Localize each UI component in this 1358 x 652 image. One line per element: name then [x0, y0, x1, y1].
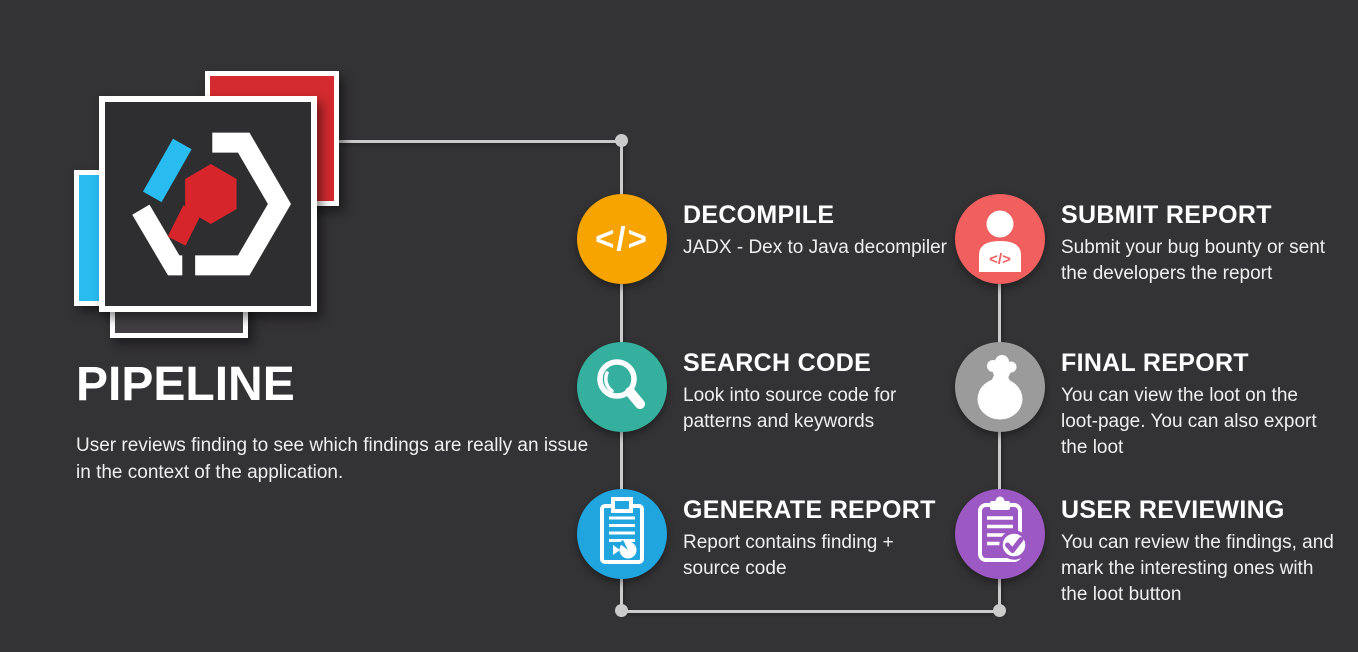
step-title: DECOMPILE [683, 201, 835, 229]
submit-person-icon: </> [979, 210, 1021, 272]
logo-main-square [99, 96, 317, 312]
loot-bag-icon [977, 355, 1023, 420]
connector-line-bottom [621, 610, 1002, 613]
step-generate-report: GENERATE REPORT Report contains finding … [577, 489, 949, 582]
code-hexagon-icon [132, 132, 291, 276]
decompile-circle: </> [577, 194, 667, 284]
step-search-code: SEARCH CODE Look into source code for pa… [577, 342, 949, 435]
report-clipboard-icon [600, 497, 644, 564]
final-report-circle [955, 342, 1045, 432]
code-icon: </> [595, 220, 649, 257]
generate-report-circle [577, 489, 667, 579]
connector-line-top [339, 140, 623, 143]
page-title: PIPELINE [76, 358, 295, 411]
step-title: SEARCH CODE [683, 349, 872, 377]
headline-block: PIPELINE User reviews finding to see whi… [76, 358, 604, 486]
step-submit-report: </> SUBMIT REPORT Submit your bug bounty… [955, 194, 1339, 287]
step-description: Look into source code for patterns and k… [683, 385, 897, 432]
step-title: SUBMIT REPORT [1061, 201, 1272, 229]
step-title: GENERATE REPORT [683, 496, 936, 524]
connector-joint-dot [993, 604, 1006, 617]
user-reviewing-circle [955, 489, 1045, 579]
submit-report-circle: </> [955, 194, 1045, 284]
page-subtitle: User reviews finding to see which findin… [76, 434, 589, 483]
connector-joint-dot [615, 604, 628, 617]
step-description: You can view the loot on the loot-page. … [1061, 385, 1317, 458]
step-user-reviewing: USER REVIEWING You can review the findin… [955, 489, 1339, 608]
step-description: You can review the findings, and mark th… [1061, 532, 1334, 605]
svg-text:</>: </> [989, 251, 1011, 268]
step-final-report: FINAL REPORT You can view the loot on th… [955, 342, 1339, 461]
step-description: Submit your bug bounty or sent the devel… [1061, 237, 1326, 284]
search-icon [597, 359, 645, 409]
step-title: FINAL REPORT [1061, 349, 1249, 377]
search-circle [577, 342, 667, 432]
connector-joint-dot [615, 134, 628, 147]
review-clipboard-check-icon [978, 496, 1029, 562]
step-decompile: </> DECOMPILE JADX - Dex to Java decompi… [577, 194, 949, 284]
step-description: Report contains finding + source code [683, 532, 894, 579]
step-description: JADX - Dex to Java decompiler [683, 237, 947, 258]
step-title: USER REVIEWING [1061, 496, 1285, 524]
